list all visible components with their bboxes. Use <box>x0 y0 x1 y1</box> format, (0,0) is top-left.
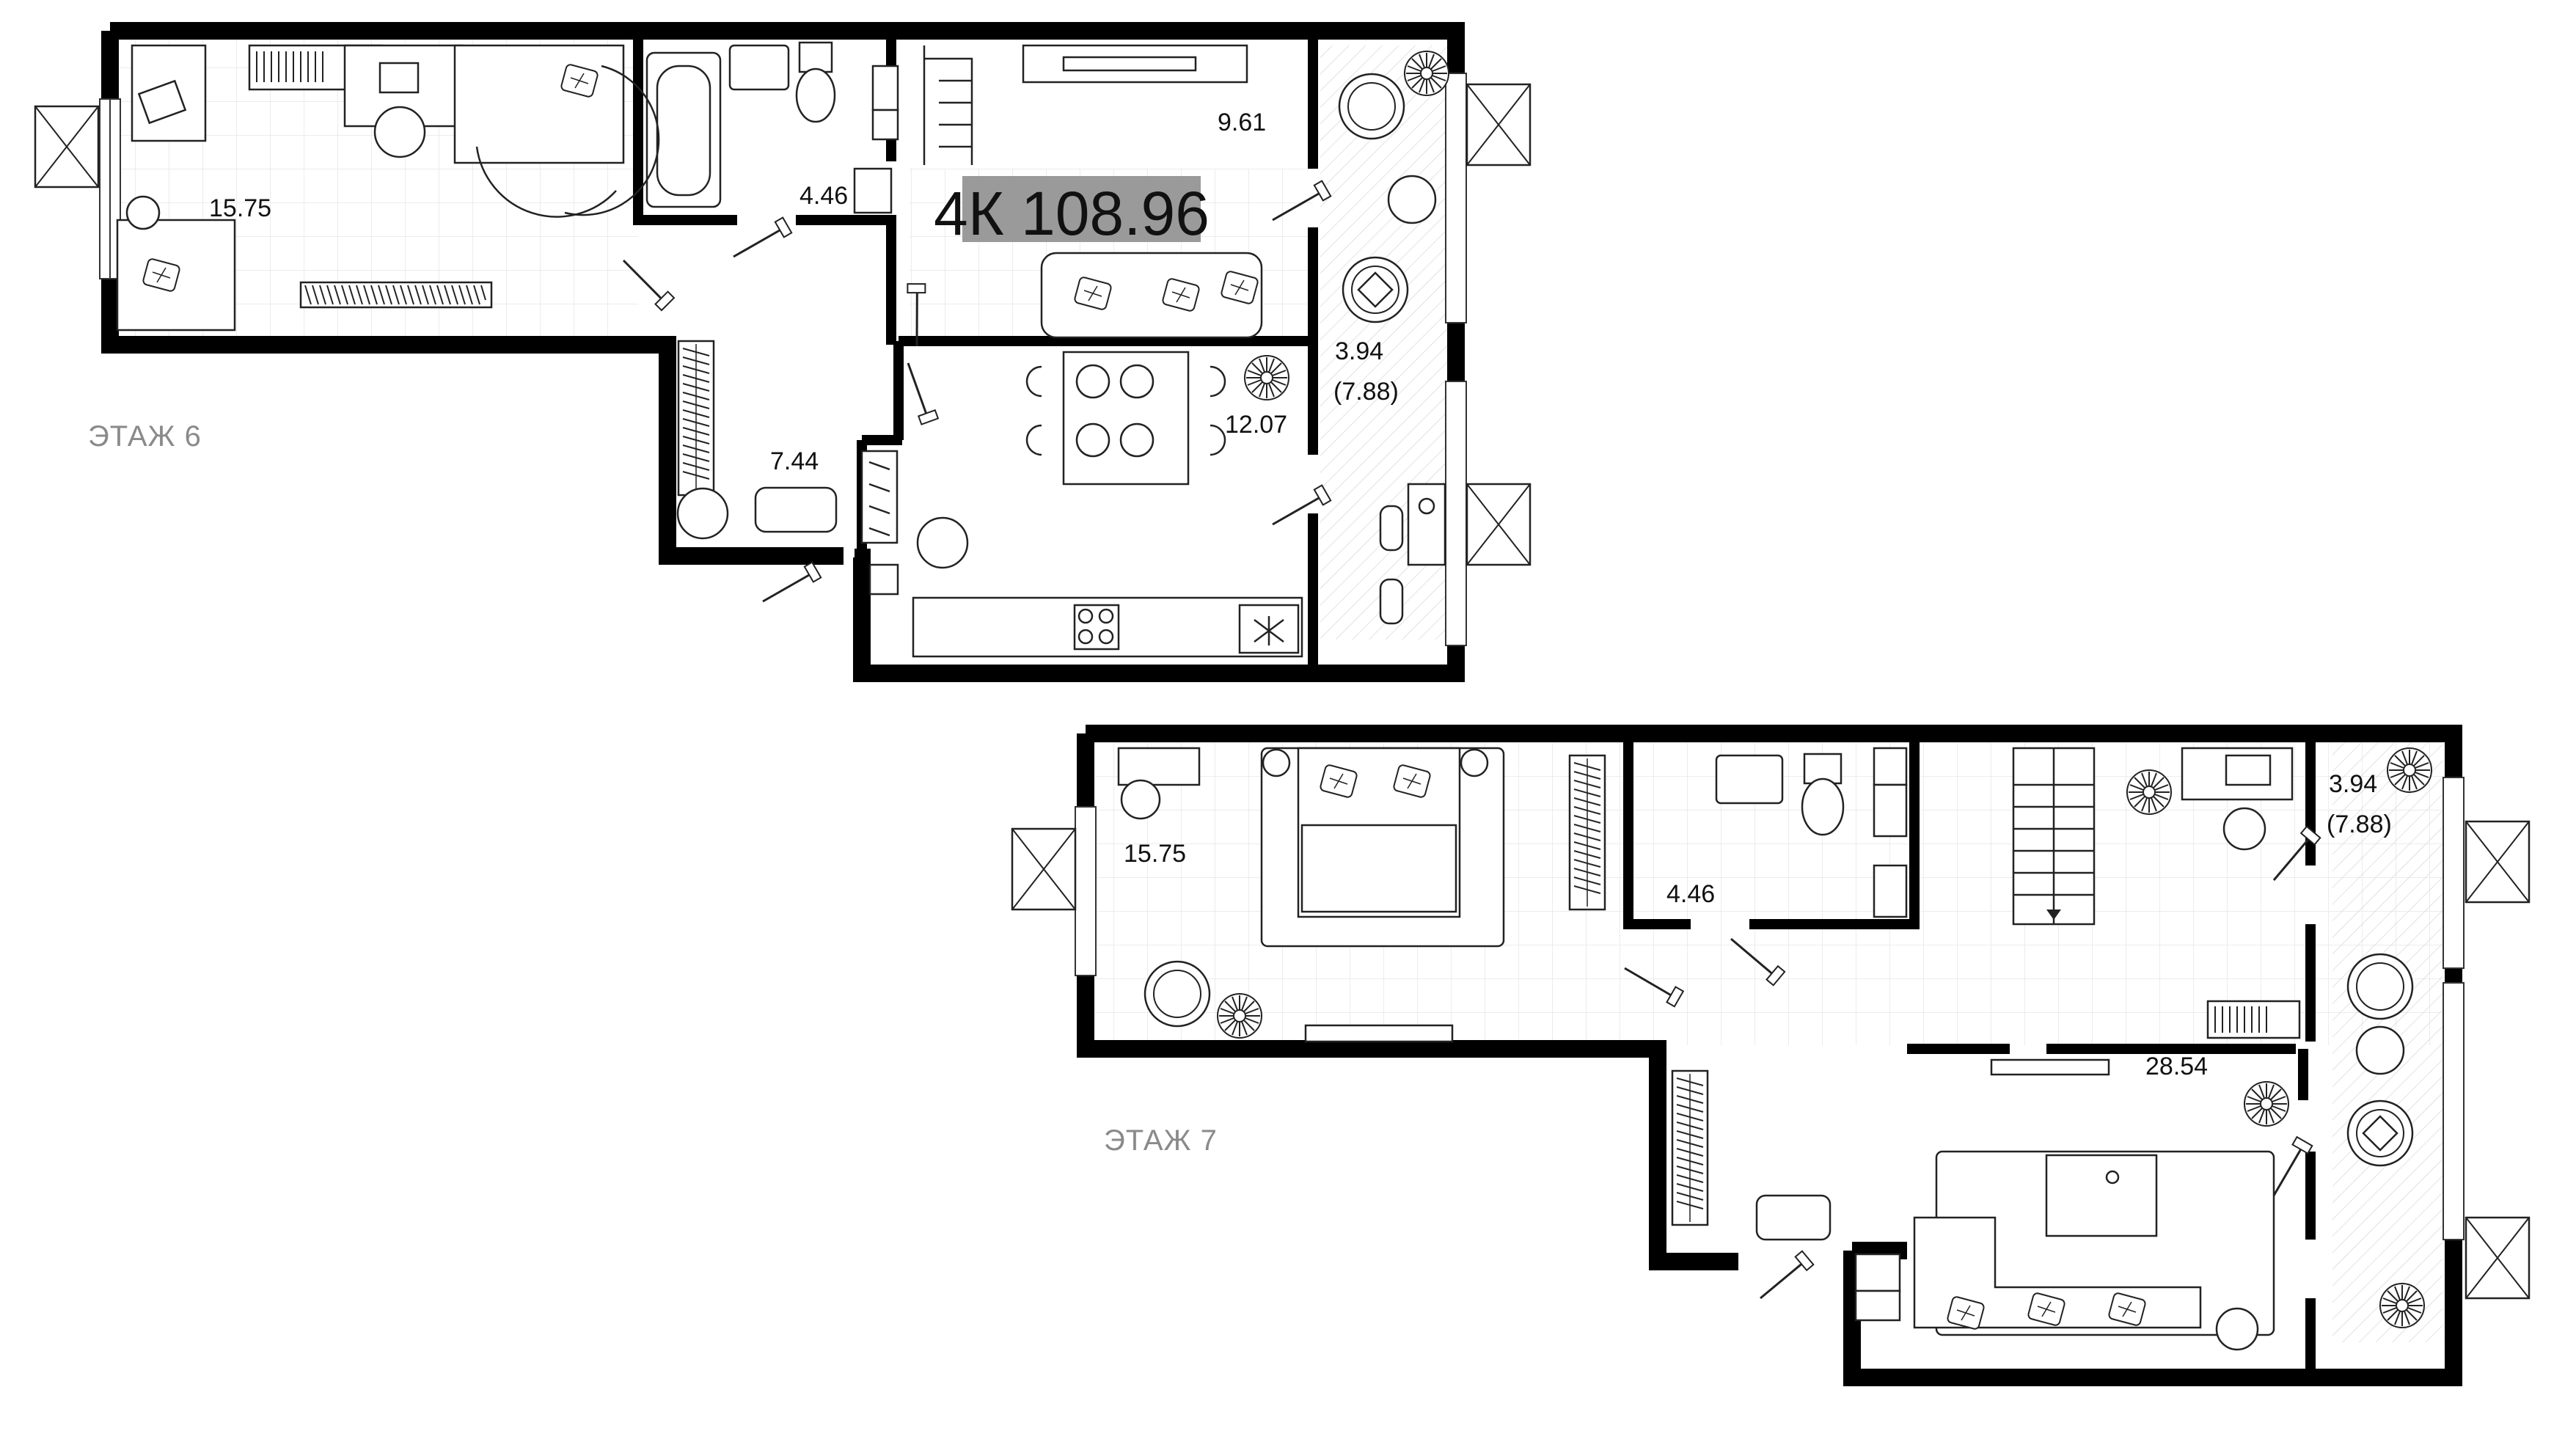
door <box>1752 1248 1819 1300</box>
room-area-living: 9.61 <box>1218 109 1266 136</box>
bed <box>453 44 625 164</box>
room-area-hall: 7.44 <box>770 447 819 475</box>
window <box>1445 73 1467 323</box>
window-frame <box>1466 83 1532 166</box>
wardrobe <box>677 340 715 497</box>
window-frame <box>2465 1216 2531 1300</box>
bookshelf-low <box>299 281 493 309</box>
nightstand-lamp <box>1460 748 1489 777</box>
room-area-loggia: 3.94 <box>1335 337 1383 365</box>
washer <box>853 167 893 214</box>
door <box>732 216 793 258</box>
window <box>1445 381 1467 646</box>
window-frame <box>1011 827 1077 911</box>
side-desk <box>1407 483 1446 566</box>
title-highlight <box>962 176 1201 242</box>
armchair <box>2346 1099 2414 1167</box>
room-area-bedroom: 15.75 <box>1124 840 1186 868</box>
sofa <box>1040 252 1263 339</box>
plant <box>2387 747 2432 793</box>
rug <box>754 486 838 533</box>
plant <box>1404 51 1449 96</box>
plan-type-code: 4К <box>934 179 1004 248</box>
plant <box>2379 1283 2425 1328</box>
plant <box>2244 1081 2289 1127</box>
washer <box>1873 864 1908 918</box>
stool <box>1120 779 1161 820</box>
nightstand-lamp <box>1262 748 1291 777</box>
chair <box>1075 364 1110 399</box>
room-area-loggia-full: (7.88) <box>1333 378 1399 406</box>
tv-stand <box>1304 1024 1454 1043</box>
armchair <box>1338 73 1405 140</box>
room-area-bathroom: 4.46 <box>799 182 848 210</box>
plant <box>1244 355 1289 400</box>
plant <box>1217 993 1262 1039</box>
chair <box>1119 364 1155 399</box>
side-table <box>2215 1307 2259 1351</box>
room-area-living: 28.54 <box>2145 1053 2208 1080</box>
plant <box>2126 769 2172 815</box>
double-bed <box>1297 747 1461 918</box>
armchair <box>1342 256 1409 323</box>
floor-6-plan: 15.75 4.46 9.61 7.44 12.07 3.94 (7.88) Э… <box>34 22 1532 682</box>
table-round <box>916 516 969 569</box>
vanity <box>1117 747 1201 786</box>
armchair <box>2346 953 2414 1020</box>
sink <box>728 44 790 91</box>
window <box>2443 777 2465 969</box>
window-frame <box>34 105 100 189</box>
toilet-tank <box>798 41 833 73</box>
sink <box>1715 754 1784 805</box>
floor-label-6: ЭТАЖ 6 <box>88 420 202 453</box>
room-area-bathroom: 4.46 <box>1666 880 1715 908</box>
wardrobe <box>1671 1069 1709 1226</box>
room-area-loggia-full: (7.88) <box>2327 810 2392 838</box>
room-area-loggia: 3.94 <box>2329 770 2377 798</box>
floor-lamp <box>676 487 729 540</box>
armchair <box>1144 960 1211 1028</box>
tv-unit <box>1990 1058 2110 1076</box>
rug <box>1755 1194 1832 1241</box>
bookshelf <box>2206 1000 2301 1039</box>
toilet <box>795 67 836 123</box>
side-table <box>1387 175 1437 224</box>
staircase <box>2012 747 2096 926</box>
window-frame <box>1466 483 1532 566</box>
window-frame <box>2465 820 2531 904</box>
plan-total-area: 108.96 <box>1021 179 1210 248</box>
bathtub <box>645 51 722 208</box>
window <box>1075 806 1097 976</box>
chair <box>373 106 426 158</box>
chair <box>1119 422 1155 458</box>
room-area-bedroom: 15.75 <box>209 194 271 222</box>
side-table <box>2355 1025 2405 1075</box>
door <box>761 561 822 603</box>
chair <box>2222 807 2266 851</box>
floor-label-7: ЭТАЖ 7 <box>1104 1124 1218 1157</box>
door <box>896 362 948 428</box>
floor-7-plan: 15.75 4.46 28.54 3.94 (7.88) ЭТАЖ 7 <box>1011 725 2531 1386</box>
staircase <box>923 45 973 165</box>
window <box>2443 982 2465 1240</box>
room-area-kitchen: 12.07 <box>1225 411 1287 439</box>
wardrobe <box>1568 754 1606 911</box>
chair <box>1075 422 1110 458</box>
coffee-table <box>2045 1154 2158 1237</box>
toilet <box>1801 777 1845 836</box>
